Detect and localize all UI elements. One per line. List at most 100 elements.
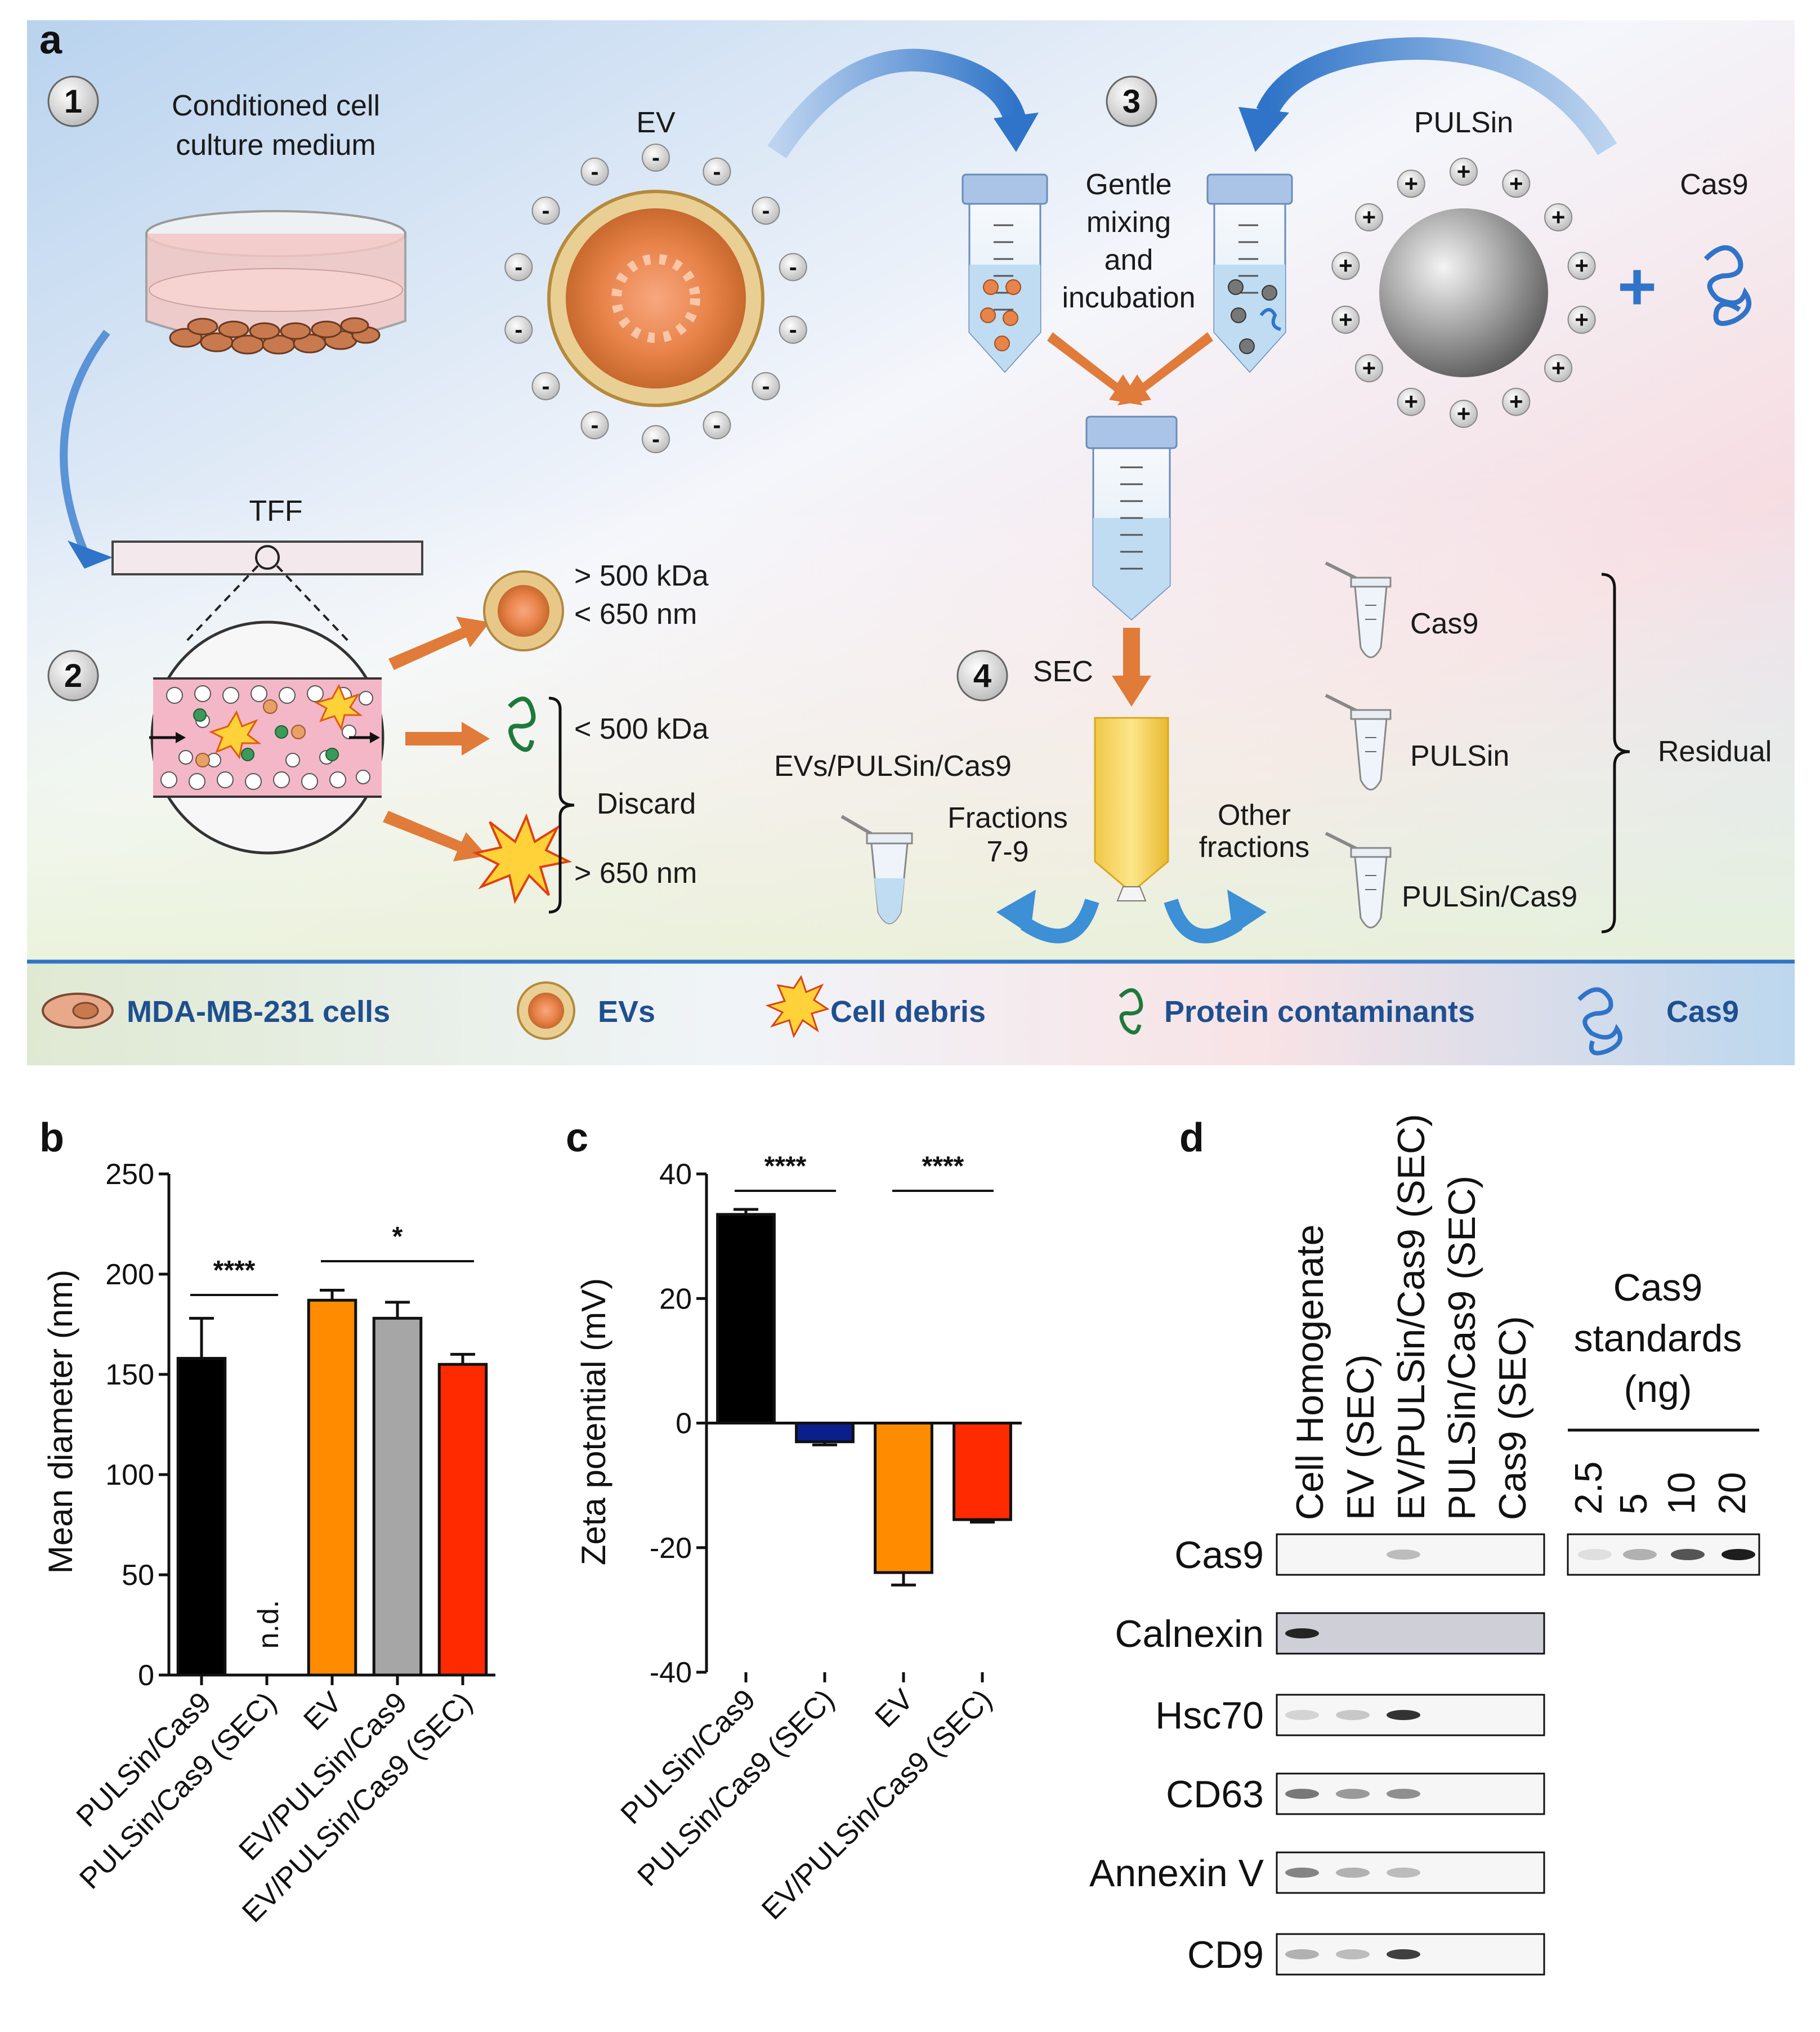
pulsin-to-tube-arrowhead [1238, 107, 1289, 152]
residual-microtube-icon-3 [1325, 832, 1392, 928]
blot-band-6-2 [1336, 1949, 1370, 1959]
standard-label-2: 5 [1612, 1493, 1655, 1515]
svg-text:-: - [713, 158, 721, 185]
pulsin-positive-charge-14: + [1397, 169, 1425, 198]
product-microtube-icon [840, 815, 913, 925]
standards-title-line3: (ng) [1624, 1368, 1692, 1410]
pulsin-positive-charge-5: + [1567, 305, 1596, 334]
standards-title-line1: Cas9 [1613, 1266, 1703, 1309]
svg-text:+: + [1404, 388, 1418, 415]
cas9-protein-icon [1703, 245, 1752, 326]
ev-negative-charges: -------------- [504, 144, 807, 453]
chart-b-ytick-label-3: 150 [105, 1359, 154, 1391]
residual-tubes [1325, 561, 1392, 928]
blot-band-4-2 [1336, 1789, 1370, 1799]
chart-b-significance-label-0: **** [213, 1256, 256, 1285]
ev-small-icon [483, 570, 564, 651]
pulsin-positive-charge-1: + [1450, 158, 1478, 186]
chart-b-ytick-label-1: 50 [122, 1559, 154, 1592]
blot-band-4-3 [1387, 1789, 1420, 1799]
step-badge-3: 3 [1106, 75, 1157, 127]
chart-b: 050100150200250PULSin/Cas9n.d.PULSin/Cas… [70, 1158, 495, 1929]
blot-row-label-4: CD63 [1166, 1773, 1264, 1816]
svg-text:+: + [1509, 170, 1523, 196]
legend-ev-icon [517, 981, 575, 1040]
ev-negative-charge-1: - [642, 144, 670, 172]
chart-b-ytick-label-4: 200 [105, 1258, 154, 1291]
chart-c-ytick-label-2: 0 [676, 1408, 692, 1440]
svg-text:+: + [1457, 400, 1471, 427]
residual-bracket [1601, 573, 1630, 934]
residual-item-pulsin-cas9: PULSin/Cas9 [1402, 881, 1577, 913]
mixing-label-line3: and [1104, 244, 1153, 276]
svg-text:2: 2 [64, 658, 82, 694]
dish-to-tff-arrowhead [68, 541, 113, 569]
svg-text:+: + [1404, 170, 1418, 196]
chart-b-ytick-label-5: 250 [105, 1158, 154, 1191]
blot-band-3-2 [1336, 1710, 1370, 1720]
tff-cartridge-icon [111, 541, 423, 643]
ev-tube-icon [962, 173, 1048, 373]
tff-output-arrows [383, 617, 490, 861]
standard-band-4 [1721, 1549, 1755, 1560]
pulsin-cas9-tube-icon [1206, 173, 1293, 373]
panel-label-c: c [566, 1115, 588, 1160]
mixing-label-line4: incubation [1062, 282, 1195, 314]
residual-label: Residual [1658, 735, 1772, 768]
legend-background [27, 964, 1795, 1065]
protein-contaminant-icon [508, 696, 536, 752]
ev-negative-charge-12: - [504, 253, 533, 282]
size-label-lt500kda: < 500 kDa [574, 713, 709, 745]
other-fractions-label-line1: Other [1218, 799, 1291, 832]
ev-negative-charge-6: - [752, 372, 780, 400]
pulsin-positive-charge-12: + [1331, 252, 1360, 280]
residual-item-pulsin: PULSin [1410, 740, 1509, 772]
legend-debris-label: Cell debris [830, 995, 986, 1029]
blot-strip-1 [1276, 1533, 1545, 1576]
pulsin-positive-charge-13: + [1354, 203, 1383, 231]
svg-text:+: + [1575, 252, 1589, 279]
standard-label-3: 10 [1660, 1472, 1703, 1515]
svg-text:-: - [515, 316, 522, 343]
chart-b-category-label-2: EV [297, 1686, 348, 1736]
pulsin-label: PULSin [1414, 106, 1513, 139]
svg-text:+: + [1457, 158, 1471, 185]
chart-b-bar-4 [437, 1363, 488, 1677]
chart-c-bar-2 [874, 1422, 933, 1574]
dish-to-tff-arrow [60, 329, 110, 553]
lane-label-4: PULSin/Cas9 (SEC) [1441, 1176, 1483, 1520]
ev-negative-charge-4: - [779, 253, 807, 282]
standards-title-line2: standards [1574, 1317, 1742, 1360]
pulsin-positive-charge-11: + [1331, 305, 1360, 334]
chart-c-category-label-0: PULSin/Cas9 [615, 1683, 762, 1830]
sec-column-icon [1094, 717, 1169, 901]
svg-text:-: - [789, 253, 797, 280]
other-fractions-arrow [1164, 898, 1243, 944]
blot-band-4-1 [1285, 1789, 1319, 1799]
blot-band-6-3 [1387, 1949, 1420, 1959]
tff-label: TFF [249, 495, 302, 528]
conditioned-medium-label-line1: Conditioned cell [172, 90, 380, 122]
pulsin-positive-charge-4: + [1567, 252, 1596, 280]
fractions-label-line1: Fractions [947, 802, 1068, 834]
chart-c-significance-label-1: **** [922, 1151, 964, 1181]
panel-c: c Zeta potential (mV) 40200-20-40PULSin/… [566, 1115, 1022, 1926]
legend-protein-icon [1119, 988, 1143, 1035]
blot-row-label-6: CD9 [1187, 1933, 1264, 1976]
ev-to-tube-arrow [767, 48, 1027, 159]
chart-c-bar-3 [953, 1422, 1012, 1521]
sec-label: SEC [1033, 655, 1093, 688]
standard-band-1 [1578, 1549, 1612, 1560]
chart-b-significance-label-1: * [392, 1222, 403, 1252]
chart-c-ytick-label-1: 20 [659, 1283, 692, 1315]
product-label: EVs/PULSin/Cas9 [774, 750, 1012, 783]
svg-text:-: - [515, 253, 522, 280]
blot-band-1-1 [1387, 1549, 1420, 1560]
standard-band-3 [1671, 1549, 1705, 1560]
panel-label-b: b [39, 1115, 64, 1160]
size-label-gt500kda: > 500 kDa [574, 560, 709, 592]
